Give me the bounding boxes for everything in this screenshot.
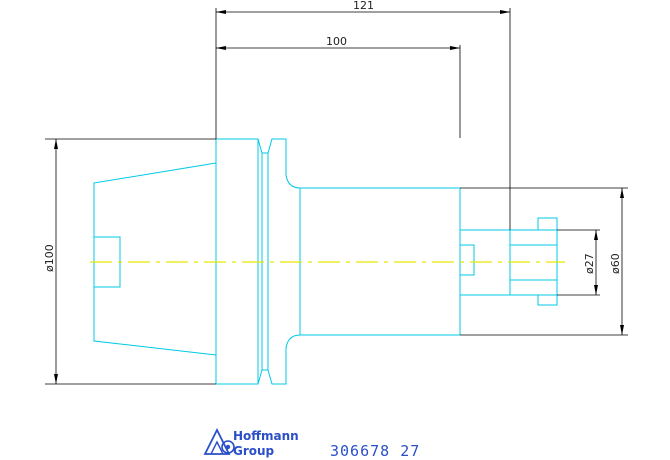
brand-line-1: Hoffmann: [233, 429, 299, 443]
hoffmann-logo-icon: [203, 427, 235, 455]
v-groove: [257, 138, 287, 175]
dim-flange-diameter: ø100: [43, 244, 56, 272]
taper-shank: [93, 162, 217, 356]
dim-overall-length: 121: [353, 0, 374, 12]
dim-body-diameter: ø60: [609, 253, 622, 274]
dim-tip-diameter: ø27: [583, 253, 596, 274]
brand-line-2: Group: [233, 444, 275, 458]
dimension-arrows: [54, 10, 624, 384]
dim-body-length: 100: [326, 35, 347, 48]
part-number: 306678 27: [330, 442, 420, 460]
dimension-lines: [45, 8, 628, 385]
